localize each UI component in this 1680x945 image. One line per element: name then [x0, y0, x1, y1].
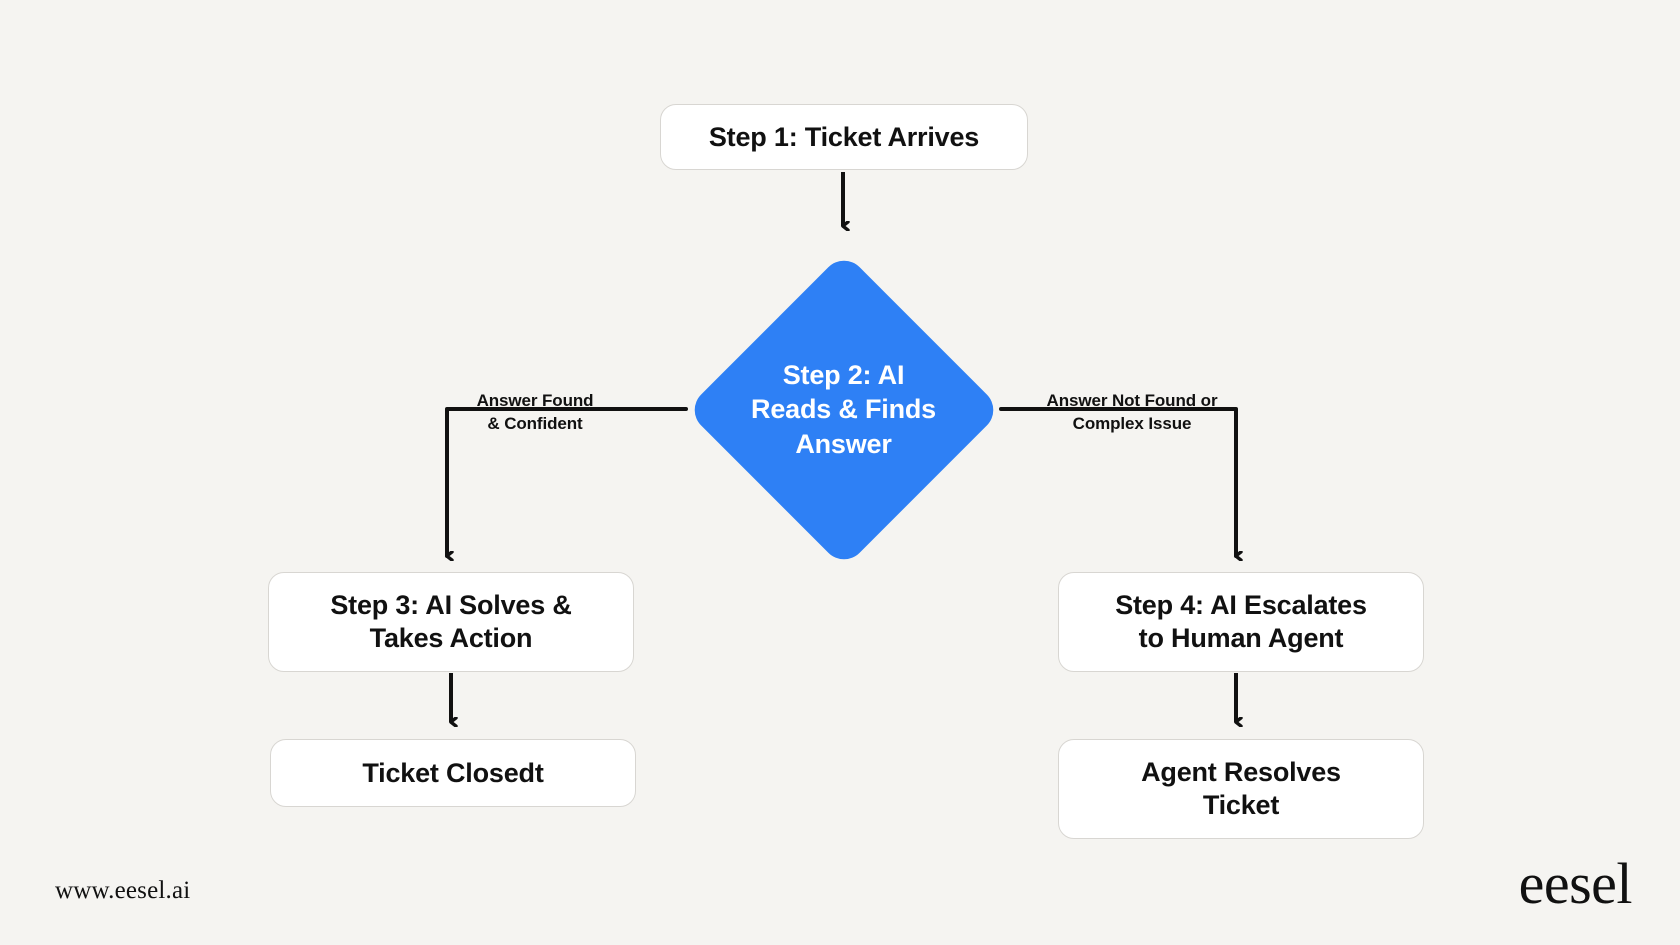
node-label-line-1: Agent Resolves: [1141, 757, 1341, 788]
node-label-line-1: Step 3: AI Solves &: [330, 590, 572, 621]
node-label-line-1: Step 2: AI: [782, 359, 905, 390]
edge-label-answer-found: Answer Found & Confident: [476, 391, 594, 433]
edge-label-answer-not-found: Answer Not Found or Complex Issue: [1046, 391, 1218, 433]
eesel-logo: eesel: [1518, 851, 1633, 916]
node-label-wrapper: Step 3: AI Solves & Takes Action: [330, 589, 571, 655]
node-label-wrapper: Agent Resolves Ticket: [1141, 756, 1341, 822]
node-label-line-3: Answer: [795, 428, 892, 459]
node-label: Ticket Closedt: [362, 757, 544, 788]
node-step-2-decision-diamond[interactable]: Step 2: AI Reads & Finds Answer: [685, 251, 1002, 568]
node-step-3-ai-solves[interactable]: Step 3: AI Solves & Takes Action: [268, 572, 634, 672]
node-agent-resolves-ticket[interactable]: Agent Resolves Ticket: [1058, 739, 1424, 839]
node-ticket-closed[interactable]: Ticket Closedt: [270, 739, 636, 807]
node-label-line-2: to Human Agent: [1138, 623, 1344, 653]
node-step-1-ticket-arrives[interactable]: Step 1: Ticket Arrives: [660, 104, 1028, 170]
node-label-line-2: Reads & Finds: [751, 394, 936, 425]
node-label-wrapper: Step 4: AI Escalates to Human Agent: [1115, 589, 1367, 655]
node-label-wrapper: Step 2: AI Reads & Finds Answer: [686, 252, 1001, 567]
node-label-line-1: Step 4: AI Escalates: [1115, 590, 1367, 621]
footer-website-url: www.eesel.ai: [55, 877, 191, 904]
node-step-4-ai-escalates[interactable]: Step 4: AI Escalates to Human Agent: [1058, 572, 1424, 672]
node-label: Step 1: Ticket Arrives: [708, 121, 980, 152]
node-label-line-2: Takes Action: [369, 623, 533, 653]
node-label-line-2: Ticket: [1202, 790, 1280, 820]
